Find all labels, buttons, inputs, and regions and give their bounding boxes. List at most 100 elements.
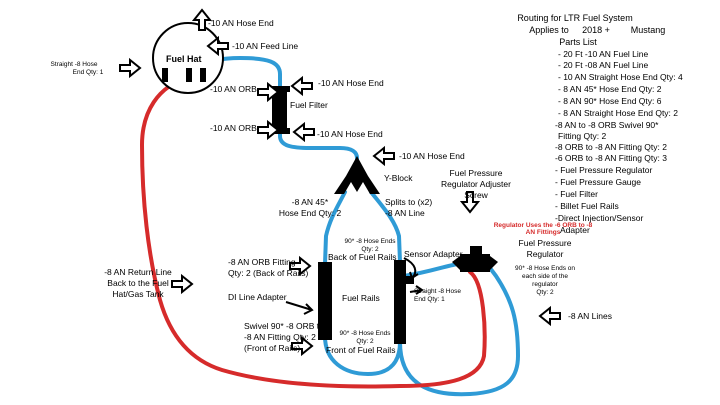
sensor-adapter-label: Sensor Adapter bbox=[404, 249, 463, 259]
small-arrow-icon bbox=[403, 257, 419, 280]
header-title: Routing for LTR Fuel System bbox=[517, 13, 632, 23]
fuel-hat-port-middle bbox=[186, 68, 192, 82]
sensor-adapter-block bbox=[404, 276, 414, 284]
hose-end-mid-label: -10 AN Hose End bbox=[318, 78, 384, 88]
fpr-adjuster-label-2: Regulator Adjuster bbox=[441, 179, 511, 189]
fuel-rail-left bbox=[318, 262, 332, 340]
parts-list-item: - Fuel Pressure Regulator bbox=[555, 165, 652, 175]
y-block bbox=[334, 156, 380, 194]
header-year: 2018 + bbox=[582, 25, 610, 35]
parts-list-item: - 8 AN 45* Hose End Qty: 2 bbox=[558, 84, 662, 94]
hose90-front-label-1: 90* -8 Hose Ends bbox=[340, 330, 392, 337]
feed-line-y-right bbox=[369, 190, 402, 264]
hollow-arrow-icon bbox=[291, 77, 313, 95]
feed-line-y-left bbox=[323, 190, 347, 266]
straight8-label-2: End Qty: 1 bbox=[414, 296, 445, 303]
di-adapter-label: DI Line Adapter bbox=[228, 292, 287, 302]
straight-hose-label-1: Straight -8 Hose bbox=[51, 61, 98, 68]
small-arrows bbox=[285, 257, 424, 315]
header-applies: Applies to bbox=[529, 25, 569, 35]
feed-line-filter-to-yblock bbox=[278, 116, 359, 160]
orb-fitting-label-1: -8 AN ORB Fitting bbox=[228, 257, 296, 267]
feed-line-rails-front bbox=[322, 332, 402, 376]
an45-label-2: Hose End Qty: 2 bbox=[279, 208, 342, 218]
small-arrow-icon bbox=[409, 285, 424, 295]
parts-list-item: Adapter bbox=[560, 225, 590, 235]
parts-list-item: - Fuel Pressure Gauge bbox=[555, 177, 641, 187]
parts-list-item: - 10 AN Straight Hose End Qty: 4 bbox=[558, 72, 683, 82]
splits-label-2: -8 AN Line bbox=[385, 208, 425, 218]
return-line-to-hat bbox=[140, 76, 487, 389]
regulator-right-port bbox=[490, 256, 498, 270]
fuel-filter-cap-top bbox=[269, 86, 290, 92]
hose-end-top-label: -10 AN Hose End bbox=[208, 18, 274, 28]
hose90-top-label-2: Qty: 2 bbox=[361, 246, 379, 253]
regulator-body bbox=[460, 254, 490, 272]
regulator-note-2: AN Fittings bbox=[526, 229, 561, 236]
orb-top-label: -10 AN ORB bbox=[210, 84, 257, 94]
return-line-label-1: -8 AN Return Line bbox=[104, 267, 172, 277]
fuel-pressure-regulator bbox=[452, 246, 498, 272]
parts-list-item: -Direct Injection/Sensor bbox=[555, 213, 644, 223]
parts-list-item: - 20 Ft -08 AN Fuel Line bbox=[558, 60, 649, 70]
swivel-label-2: -8 AN Fitting Qty: 2 bbox=[244, 332, 316, 342]
small-arrow-icon bbox=[285, 301, 314, 315]
orb-bottom-label: -10 AN ORB bbox=[210, 123, 257, 133]
callout-labels: Fuel Hat -10 AN Hose End -10 AN Feed Lin… bbox=[51, 18, 612, 355]
fuel-filter-cap-bottom bbox=[269, 128, 290, 134]
hose90-side-label-1: 90* -8 Hose Ends on bbox=[515, 265, 575, 272]
hose90-side-label-3: regulator bbox=[532, 281, 558, 288]
swivel-label-3: (Front of Rails) bbox=[244, 343, 300, 353]
parts-list-item: - Billet Fuel Rails bbox=[555, 201, 619, 211]
hollow-arrow-icon bbox=[119, 59, 141, 77]
fpr-label-2: Regulator bbox=[527, 249, 564, 259]
fuel-hat bbox=[152, 22, 224, 94]
return-line-label-2: Back to the Fuel bbox=[107, 278, 169, 288]
fuel-hat-port-right bbox=[200, 68, 206, 82]
header-model: Mustang bbox=[631, 25, 666, 35]
fuel-hat-port-left bbox=[162, 68, 168, 82]
hollow-arrow-icon bbox=[293, 123, 315, 141]
parts-list-item: -8 ORB to -8 AN Fitting Qty: 2 bbox=[555, 142, 667, 152]
fuel-rail-right bbox=[394, 260, 406, 344]
regulator-left-port bbox=[452, 256, 460, 270]
hose90-top-label-1: 90* -8 Hose Ends bbox=[345, 238, 397, 245]
fuel-filter-label: Fuel Filter bbox=[290, 100, 328, 110]
parts-list-item: -6 ORB to -8 AN Fitting Qty: 3 bbox=[555, 153, 667, 163]
swivel-label-1: Swivel 90* -8 ORB to bbox=[244, 321, 324, 331]
an45-label-1: -8 AN 45* bbox=[292, 197, 329, 207]
regulator-top-cap bbox=[470, 246, 482, 256]
parts-list-item: - 20 Ft -10 AN Fuel Line bbox=[558, 49, 649, 59]
straight-hose-label-2: End Qty: 1 bbox=[73, 69, 104, 76]
hose90-side-label-2: each side of the bbox=[522, 273, 568, 280]
parts-list-item: Fitting Qty: 2 bbox=[558, 131, 606, 141]
splits-label-1: Splits to (x2) bbox=[385, 197, 432, 207]
hollow-arrow-icon bbox=[373, 147, 395, 165]
back-rails-label: Back of Fuel Rails bbox=[328, 252, 397, 262]
parts-list-panel: Routing for LTR Fuel System Applies to 2… bbox=[517, 13, 683, 235]
feed-line-sensor-to-regulator bbox=[402, 262, 460, 278]
straight8-label-1: Straight -8 Hose bbox=[414, 288, 461, 295]
feed-line-label: -10 AN Feed Line bbox=[232, 41, 298, 51]
hose90-front-label-2: Qty: 2 bbox=[356, 338, 374, 345]
an8-lines-label: -8 AN Lines bbox=[568, 311, 612, 321]
fpr-adjuster-label-3: Screw bbox=[464, 190, 488, 200]
hose90-side-label-4: Qty: 2 bbox=[536, 289, 554, 296]
parts-list-item: - 8 AN Straight Hose End Qty: 2 bbox=[558, 108, 678, 118]
fuel-hat-label: Fuel Hat bbox=[166, 54, 202, 64]
fpr-adjuster-label-1: Fuel Pressure bbox=[450, 168, 503, 178]
return-lines bbox=[140, 76, 487, 389]
hose-end-yblock-label: -10 AN Hose End bbox=[399, 151, 465, 161]
fuel-rails-label: Fuel Rails bbox=[342, 293, 380, 303]
hose-end-filter-bottom-label: -10 AN Hose End bbox=[317, 129, 383, 139]
parts-list-item: -8 AN to -8 ORB Swivel 90* bbox=[555, 120, 659, 130]
parts-list-item: - 8 AN 90* Hose End Qty: 6 bbox=[558, 96, 662, 106]
return-line-label-3: Hat/Gas Tank bbox=[112, 289, 164, 299]
parts-list-item: - Fuel Filter bbox=[555, 189, 598, 199]
fuel-filter-body bbox=[272, 88, 287, 134]
fpr-label-1: Fuel Pressure bbox=[519, 238, 572, 248]
orb-fitting-label-2: Qty: 2 (Back of Rails) bbox=[228, 268, 308, 278]
hollow-arrow-icon bbox=[171, 275, 193, 293]
